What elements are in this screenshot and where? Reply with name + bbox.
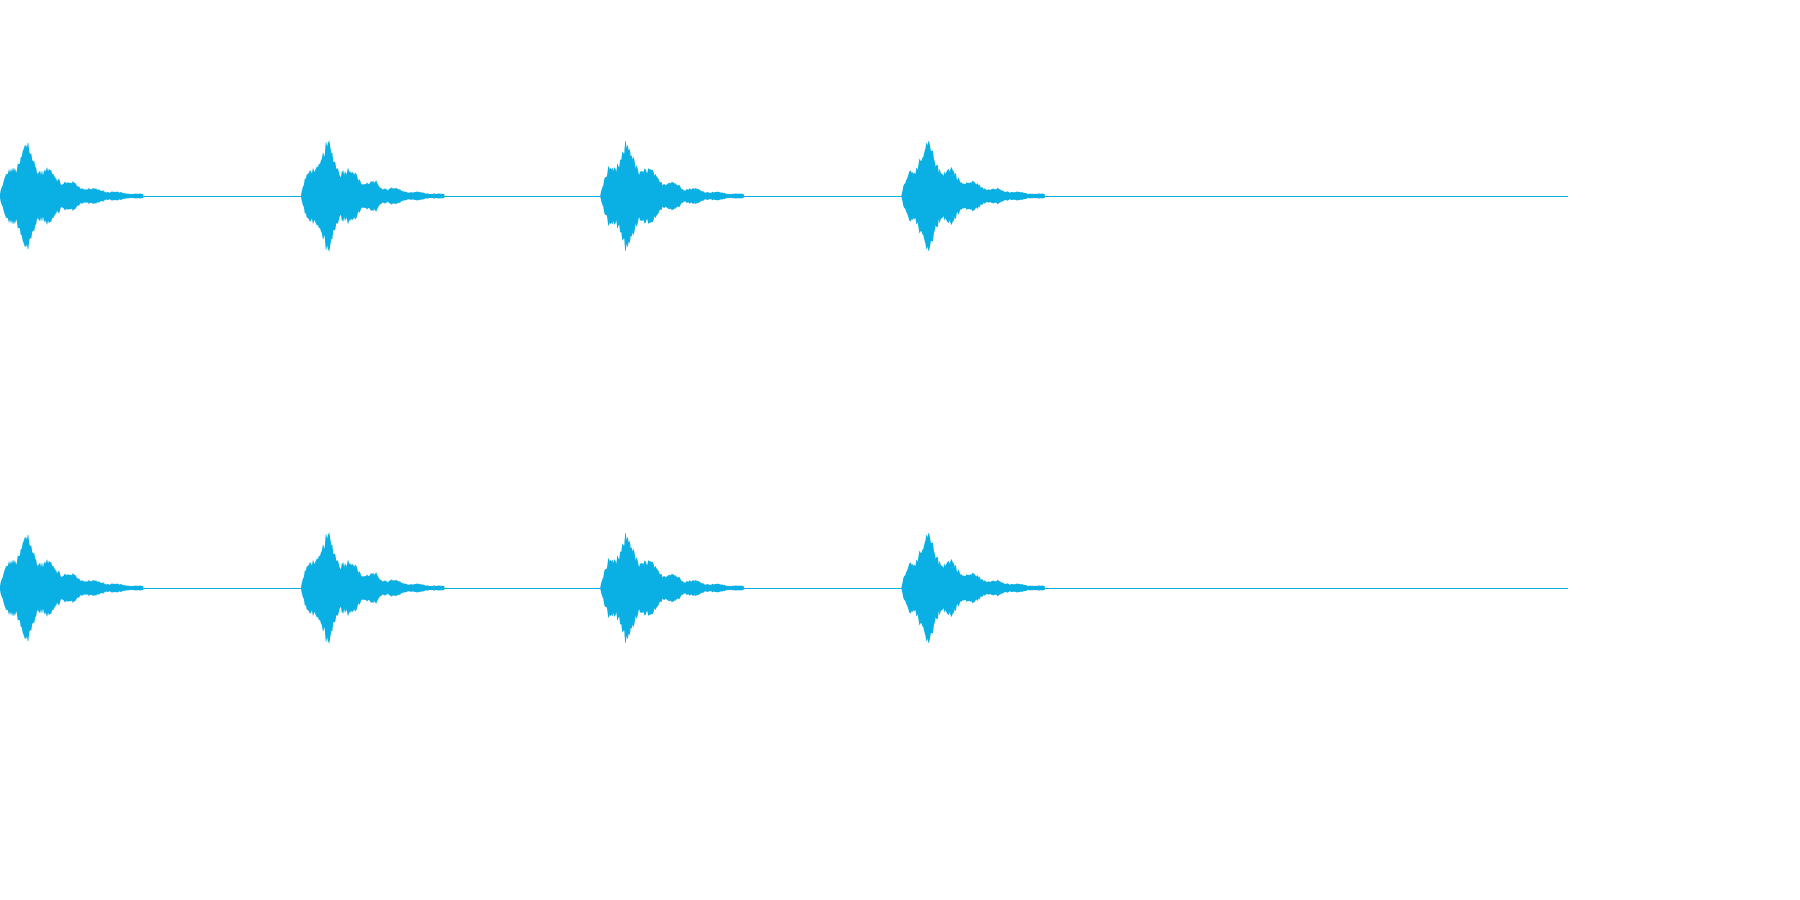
waveform-channel-1 — [0, 140, 1568, 252]
waveform-burst-3 — [600, 141, 744, 251]
waveform-burst-3 — [600, 533, 744, 643]
waveform-burst-2 — [300, 140, 445, 252]
waveform-burst-4 — [901, 533, 1045, 643]
waveform-burst-1 — [0, 142, 144, 250]
waveform-burst-4 — [901, 141, 1045, 251]
waveform-burst-1 — [0, 534, 144, 642]
waveform-channel-2 — [0, 532, 1568, 644]
waveform-burst-2 — [300, 532, 445, 644]
